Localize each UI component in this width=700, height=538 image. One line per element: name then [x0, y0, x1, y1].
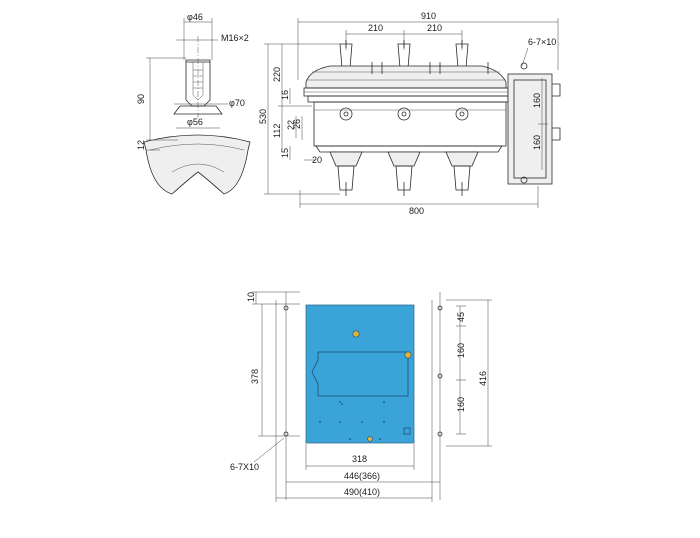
dim-910: 910 [421, 11, 436, 21]
dim-800: 800 [409, 206, 424, 216]
mounting-panel-view: 10 378 6-7X10 45 160 160 416 318 446(366… [230, 291, 492, 502]
dim-22: 22 [286, 120, 296, 130]
dim-160b: 160 [532, 135, 542, 150]
dim-d56: φ56 [187, 117, 203, 127]
dim-318: 318 [352, 454, 367, 464]
dim-16: 16 [280, 90, 290, 100]
switch-front-view: 910 210 210 6-7×10 [258, 11, 561, 216]
dim-26: 26 [292, 119, 302, 129]
dim-15: 15 [280, 148, 290, 158]
dim-thread: M16×2 [221, 33, 249, 43]
dim-160a: 160 [532, 93, 542, 108]
label-bolts-top: 6-7×10 [528, 37, 556, 47]
dim-160a-panel: 160 [456, 343, 466, 358]
dim-416: 416 [478, 371, 488, 386]
dim-20: 20 [312, 155, 322, 165]
dim-10: 10 [246, 292, 256, 302]
dim-490: 490(410) [344, 487, 380, 497]
dim-d70: φ70 [229, 98, 245, 108]
dim-378: 378 [250, 369, 260, 384]
dim-112: 112 [272, 124, 282, 138]
dim-d46: φ46 [187, 12, 203, 22]
dim-530: 530 [258, 109, 268, 124]
dim-220: 220 [272, 67, 282, 82]
terminal-detail-view: φ46 M16×2 φ70 φ56 90 12 [136, 12, 251, 195]
dim-446: 446(366) [344, 471, 380, 481]
dim-160b-panel: 160 [456, 397, 466, 412]
panel-plate [305, 304, 415, 444]
dim-h90: 90 [136, 94, 146, 104]
dim-45: 45 [456, 312, 466, 322]
label-holes-left: 6-7X10 [230, 462, 259, 472]
dim-h12: 12 [136, 140, 146, 150]
dim-210a: 210 [368, 23, 383, 33]
dim-210b: 210 [427, 23, 442, 33]
